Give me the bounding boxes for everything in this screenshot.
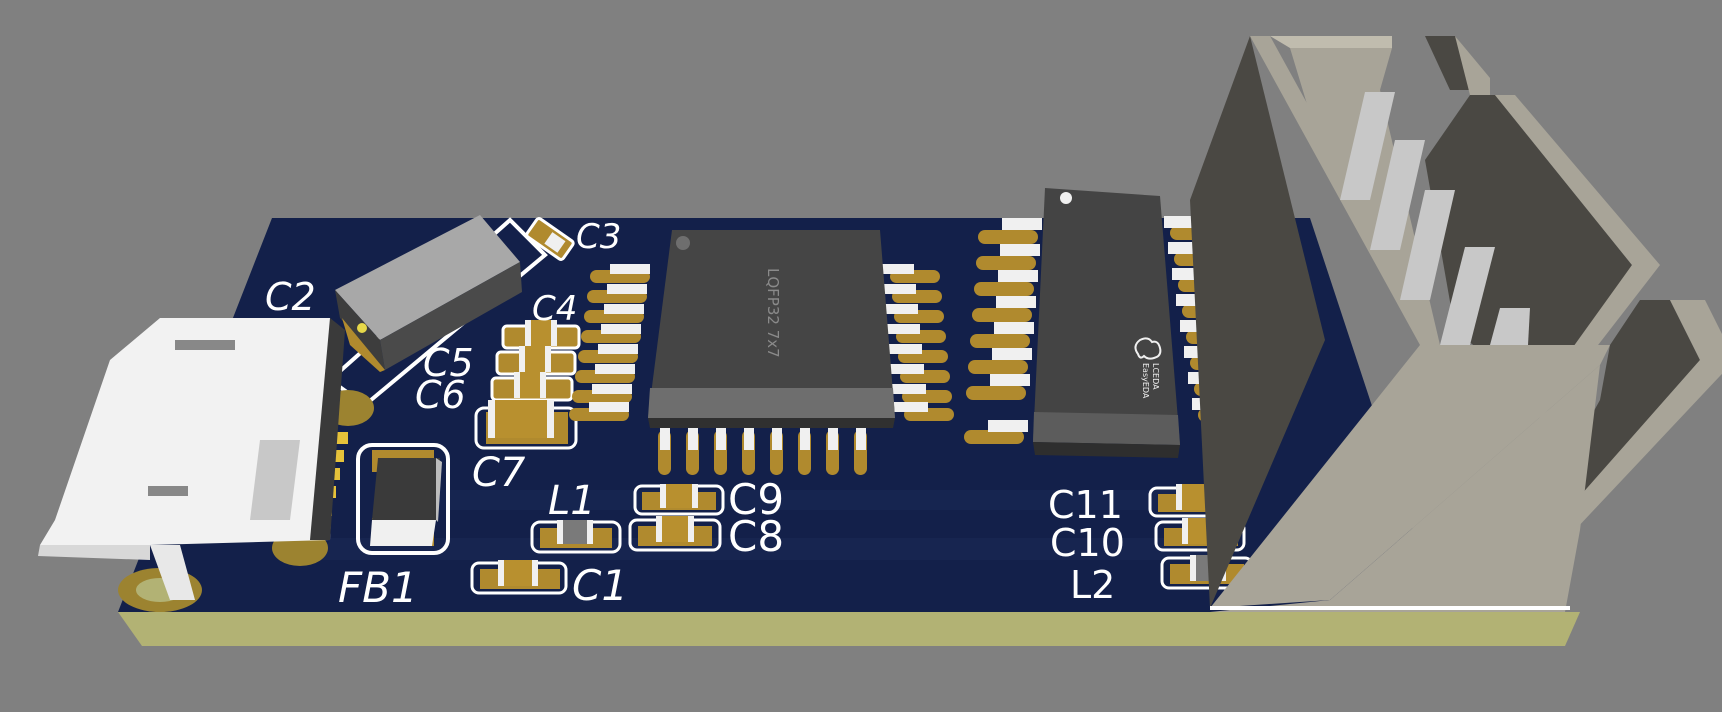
inductor-l1[interactable]	[530, 520, 622, 554]
label-c8: C8	[728, 512, 784, 561]
cap-c9[interactable]	[633, 484, 725, 516]
cap-c7[interactable]	[474, 400, 578, 450]
ferrite-bead-fb1[interactable]	[356, 443, 450, 555]
label-c5: C5	[423, 341, 474, 385]
label-c9: C9	[728, 475, 784, 524]
label-l1: L1	[548, 478, 596, 524]
mcu-lqfp32[interactable]: LQFP32 7x7	[648, 230, 895, 428]
cap-c1[interactable]	[470, 560, 568, 595]
mcu-leads	[589, 264, 928, 450]
header-pins	[1340, 92, 1530, 345]
usb-connector[interactable]	[38, 318, 374, 612]
label-c6: C6	[415, 373, 466, 417]
label-c10: C10	[1050, 521, 1125, 565]
crystal-y1[interactable]	[326, 215, 548, 408]
pin1-dot	[1060, 192, 1072, 204]
cap-c6[interactable]	[490, 372, 574, 402]
label-c7: C7	[472, 450, 526, 496]
label-c2: C2	[265, 275, 316, 319]
label-l2: L2	[1070, 563, 1115, 607]
label-c11: C11	[1048, 483, 1123, 527]
pin1-marker	[357, 323, 367, 333]
logo-text-lceda: LCEDA	[1151, 363, 1160, 390]
soic-left-pads	[964, 230, 1038, 444]
ic-soic[interactable]: LCEDA EasyEDA	[1033, 188, 1180, 458]
label-c1: C1	[572, 561, 628, 610]
label-c4: C4	[532, 289, 577, 329]
label-fb1: FB1	[338, 563, 418, 612]
label-c3: C3	[576, 217, 621, 257]
board-edge	[118, 612, 1580, 646]
cap-c3[interactable]	[525, 217, 575, 261]
mcu-marking: LQFP32 7x7	[764, 268, 782, 358]
cap-c8[interactable]	[628, 516, 722, 552]
pin1-dot	[676, 236, 690, 250]
silkscreen-labels: C2 C3 C4 C5 C6 C7 L1 C9 C8 FB1 C1 C11 C1…	[265, 217, 1125, 612]
easyeda-logo-icon	[1134, 337, 1162, 360]
logo-text-easyeda: EasyEDA	[1141, 363, 1150, 399]
cap-c4[interactable]	[501, 320, 581, 350]
header-connector[interactable]	[1190, 36, 1722, 612]
